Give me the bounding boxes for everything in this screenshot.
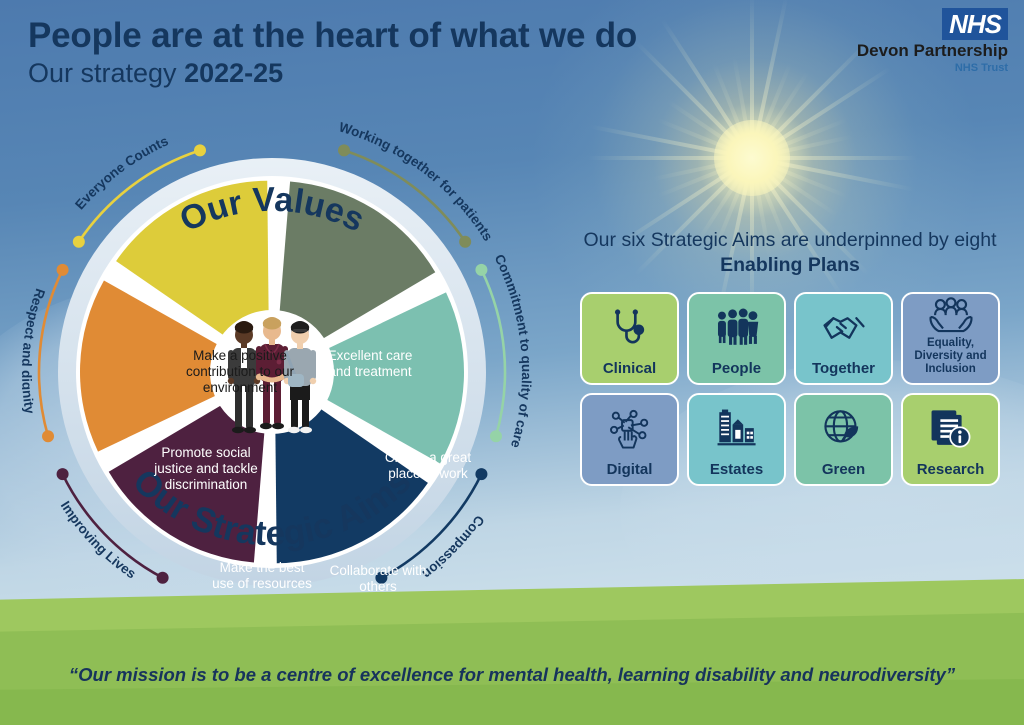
value-label: Respect and dignity bbox=[22, 287, 48, 416]
value-arc bbox=[61, 473, 164, 579]
value-arc-endpoint bbox=[72, 235, 85, 248]
nhs-logo: NHS Devon Partnership NHS Trust bbox=[808, 8, 1008, 75]
value-arc bbox=[343, 149, 467, 243]
value-arc-endpoint bbox=[56, 263, 69, 276]
enabling-plan-label: Digital bbox=[606, 461, 653, 478]
digital-network-hand-icon bbox=[582, 395, 677, 462]
enabling-plan-tile[interactable]: Together bbox=[794, 292, 893, 385]
enabling-plan-label: Together bbox=[811, 360, 876, 377]
enabling-plans-panel: Our six Strategic Aims are underpinned b… bbox=[580, 228, 1000, 486]
enabling-title-bold: Enabling Plans bbox=[720, 254, 860, 276]
value-arc-endpoint bbox=[338, 144, 351, 157]
strategy-wheel: Our Values Our Strategic Aims Everyone C… bbox=[22, 120, 582, 625]
enabling-plan-tile[interactable]: Digital bbox=[580, 393, 679, 486]
value-arc bbox=[480, 269, 507, 437]
wheel-segment[interactable] bbox=[108, 377, 269, 563]
enabling-plan-label: Clinical bbox=[602, 360, 657, 377]
value-arc-endpoint bbox=[375, 571, 388, 584]
page-header: People are at the heart of what we do Ou… bbox=[28, 16, 638, 87]
handshake-icon bbox=[796, 294, 891, 361]
wheel-segment[interactable] bbox=[274, 377, 428, 564]
value-arc-endpoint bbox=[475, 468, 488, 481]
globe-leaf-icon bbox=[796, 395, 891, 462]
enabling-plan-label: Estates bbox=[709, 461, 764, 478]
wheel-segment-label: Make the best use of resources bbox=[212, 560, 312, 591]
value-arc-endpoint bbox=[42, 430, 55, 443]
nhs-wordmark: NHS bbox=[942, 8, 1008, 40]
page-subtitle: Our strategy 2022-25 bbox=[28, 59, 637, 87]
enabling-plan-tile[interactable]: Equality, Diversity and Inclusion bbox=[901, 292, 1000, 385]
value-arc-endpoint bbox=[193, 144, 206, 157]
value-arc bbox=[77, 149, 201, 243]
enabling-plan-tile[interactable]: Green bbox=[794, 393, 893, 486]
staff-figure bbox=[283, 321, 317, 434]
wheel-segment-label: Promote social justice and tackle discri… bbox=[154, 445, 258, 492]
value-arc-endpoint bbox=[56, 468, 69, 481]
wheel-segment[interactable] bbox=[80, 280, 267, 452]
wheel-segment[interactable] bbox=[275, 181, 436, 367]
wheel-graphic: Our Values Our Strategic Aims Everyone C… bbox=[22, 120, 534, 586]
enabling-plan-tile[interactable]: People bbox=[687, 292, 786, 385]
value-arc-endpoint bbox=[489, 430, 502, 443]
value-label: Commitment to quality of care bbox=[491, 252, 534, 450]
enabling-plan-tile[interactable]: Research bbox=[901, 393, 1000, 486]
enabling-plan-label: People bbox=[711, 360, 762, 377]
buildings-icon bbox=[689, 395, 784, 462]
enabling-plans-title: Our six Strategic Aims are underpinned b… bbox=[580, 228, 1000, 278]
value-arc-endpoint bbox=[459, 235, 472, 248]
staff-illustration bbox=[227, 317, 317, 434]
subtitle-lead: Our strategy bbox=[28, 57, 185, 88]
value-arc-endpoint bbox=[156, 571, 169, 584]
value-arcs bbox=[37, 144, 507, 584]
wheel-segment-label: Make a positive contribution to our envi… bbox=[185, 348, 295, 395]
page-title: People are at the heart of what we do bbox=[28, 16, 638, 55]
wheel-segment-label: Collaborate with others bbox=[329, 563, 427, 594]
enabling-plan-label: Equality, Diversity and Inclusion bbox=[914, 337, 987, 375]
trust-subtitle: NHS Trust bbox=[954, 62, 1008, 74]
staff-figure bbox=[255, 317, 289, 430]
enabling-plan-tile[interactable]: Estates bbox=[687, 393, 786, 486]
value-arc bbox=[380, 473, 483, 579]
group-of-people-icon bbox=[689, 294, 784, 361]
enabling-plan-tiles: Clinical People Together Equality, Diversit… bbox=[580, 292, 1000, 486]
wheel-segment-label: Create a great place to work bbox=[384, 450, 472, 481]
wheel-segments bbox=[80, 180, 464, 564]
documents-info-icon bbox=[903, 395, 998, 462]
enabling-plan-label: Green bbox=[821, 461, 866, 478]
subtitle-years: 2022-25 bbox=[184, 57, 284, 88]
stethoscope-icon bbox=[582, 294, 677, 361]
wheel-segment-label: Excellent care and treatment bbox=[327, 348, 413, 379]
hands-holding-people-icon bbox=[903, 294, 998, 337]
value-arc-endpoint bbox=[475, 263, 488, 276]
trust-name: Devon Partnership bbox=[856, 41, 1008, 60]
enabling-title-lead: Our six Strategic Aims are underpinned b… bbox=[583, 229, 997, 251]
sun-core bbox=[714, 120, 790, 196]
value-arc bbox=[37, 269, 64, 437]
wheel-segment[interactable] bbox=[277, 292, 464, 464]
mission-quote: “Our mission is to be a centre of excell… bbox=[68, 664, 956, 685]
enabling-plan-label: Research bbox=[916, 461, 985, 478]
wheel-segment[interactable] bbox=[116, 180, 270, 367]
enabling-plan-tile[interactable]: Clinical bbox=[580, 292, 679, 385]
